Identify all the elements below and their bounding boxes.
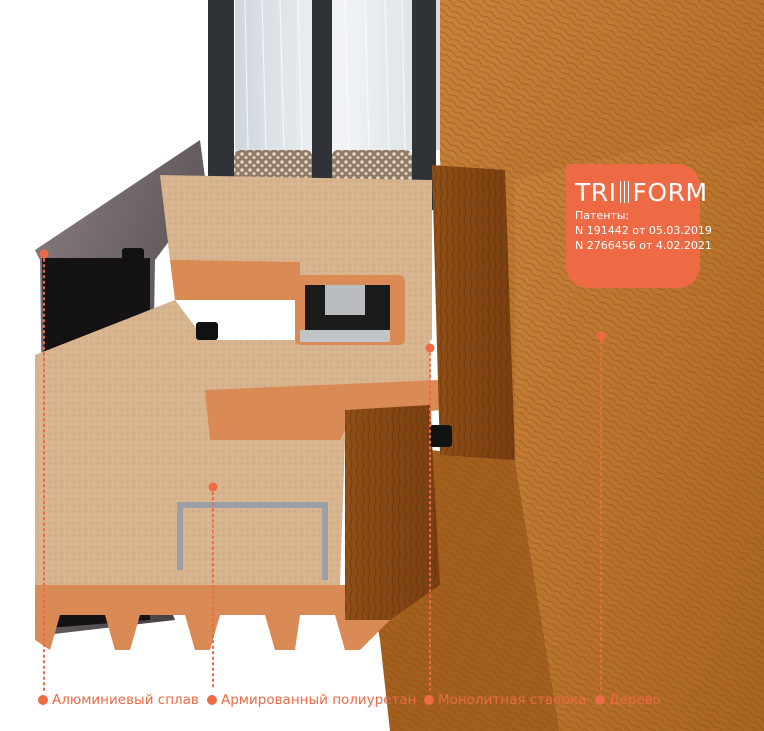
pointer-lines [43, 253, 602, 691]
label-polyurethane: Армированный полиуретан [207, 690, 417, 710]
bullet-dot-icon [38, 695, 48, 705]
patents-title: Патенты: [575, 209, 630, 222]
legend-labels: Алюминиевый сплав Армированный полиурета… [0, 690, 764, 712]
bullet-dot-icon [595, 695, 605, 705]
triple-glazing [208, 0, 440, 210]
monolith-wood-sash [345, 165, 515, 620]
label-wood: Дерево [595, 690, 661, 710]
bullet-dot-icon [424, 695, 434, 705]
pointer-dots [39, 249, 606, 492]
patent-2: N 2766456 от 4.02.2021 [575, 239, 712, 252]
rubber-seals [122, 248, 218, 340]
logo-bars-icon [619, 181, 631, 203]
polyurethane-core [35, 175, 440, 650]
label-aluminum: Алюминиевый сплав [38, 690, 199, 710]
patent-1: N 191442 от 05.03.2019 [575, 224, 712, 237]
bullet-dot-icon [207, 695, 217, 705]
label-monolith-sash: Монолитная створка [424, 690, 586, 710]
